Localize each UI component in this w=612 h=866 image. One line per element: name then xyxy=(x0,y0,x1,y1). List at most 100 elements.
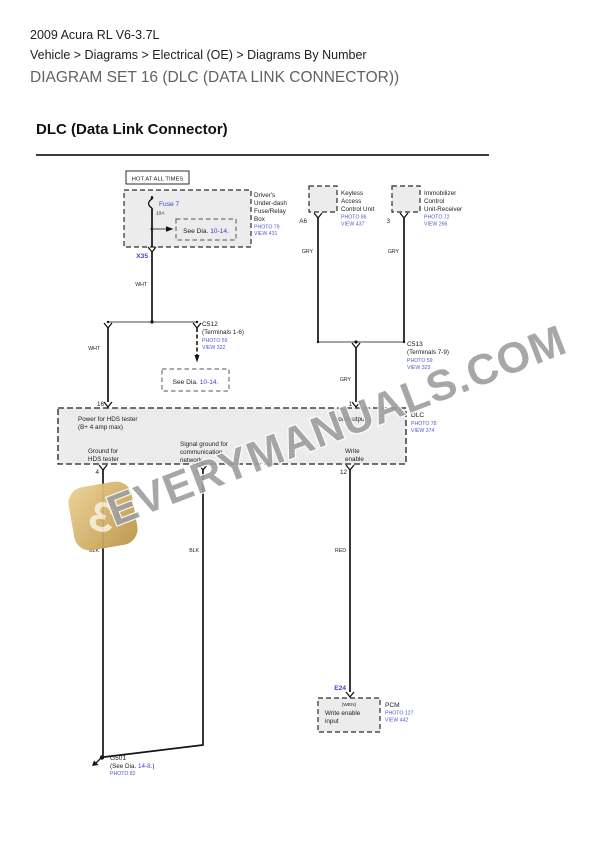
dlc-signal-label: network xyxy=(180,457,203,464)
see-dia-label-c512: See Dia. 10-14. xyxy=(173,379,219,386)
terminal-a6-label: A6 xyxy=(299,218,307,225)
c513-name: C513 xyxy=(407,341,423,348)
connector-symbol xyxy=(399,212,409,220)
fuse-7-symbol xyxy=(147,196,154,247)
terminal-4-label: 4 xyxy=(95,469,99,476)
photo-127-link[interactable]: PHOTO 127 xyxy=(385,711,414,717)
pcm-label: PCM PHOTO 127 VIEW 442 xyxy=(385,702,414,724)
dlc-signal-label: communication xyxy=(180,449,223,456)
photo-59-link[interactable]: PHOTO 59 xyxy=(202,338,228,344)
wire-label-gry-2: GRY xyxy=(388,249,400,255)
wire-label-red: RED xyxy=(335,548,346,554)
g501-label: G501 (See Dia. 14-8.) PHOTO 82 xyxy=(110,755,154,777)
junction-dot xyxy=(354,340,358,344)
junction-dot xyxy=(402,340,406,344)
dlc-box xyxy=(57,407,407,465)
view-442-link[interactable]: VIEW 442 xyxy=(385,718,408,724)
dlc-ground-label: HDS tester xyxy=(88,456,119,463)
heading-divider xyxy=(36,154,489,156)
photo-59-link-c513[interactable]: PHOTO 59 xyxy=(407,358,433,364)
see-dia-prefix: See Dia. xyxy=(173,379,200,386)
c512-connector-symbol xyxy=(192,322,202,330)
fuse-box-label-line: Fuse/Relay xyxy=(254,208,287,215)
pcm-name: PCM xyxy=(385,702,400,709)
dlc-power-label: Power for HDS tester xyxy=(78,416,138,423)
keyless-label-line: Control Unit xyxy=(341,206,374,213)
breadcrumb[interactable]: Vehicle > Diagrams > Electrical (OE) > D… xyxy=(30,48,367,62)
view-322-link[interactable]: VIEW 322 xyxy=(202,345,225,351)
wire-blk-ground-2 xyxy=(103,470,204,758)
junction-dot xyxy=(106,320,110,324)
wire-label-blk-2: BLK xyxy=(189,548,199,554)
photo-86-link[interactable]: PHOTO 86 xyxy=(341,215,367,221)
photo-78-link[interactable]: PHOTO 78 xyxy=(411,421,437,427)
fuse-7-link[interactable]: Fuse 7 xyxy=(159,201,179,208)
see-dia-arrow-fuse xyxy=(152,226,174,232)
immobilizer-box xyxy=(391,185,421,213)
dlc-write-label: enable xyxy=(345,456,364,463)
dlc-name: DLC xyxy=(411,412,424,419)
c512-name: C512 xyxy=(202,321,218,328)
pcm-wen-label: (WEN) xyxy=(342,702,357,708)
connector-symbol xyxy=(103,322,113,330)
see-dia-ref-link[interactable]: 10-14. xyxy=(200,379,219,386)
connector-symbol xyxy=(351,401,361,409)
keyless-label-line: Keyless xyxy=(341,190,363,197)
immobilizer-label-line: Control xyxy=(424,198,444,205)
connector-symbol xyxy=(103,401,113,409)
see-dia-ref-link[interactable]: 10-14. xyxy=(210,228,229,235)
terminal-12-label: 12 xyxy=(340,469,348,476)
g501-see-suffix: ) xyxy=(152,763,154,770)
pcm-box xyxy=(317,697,381,733)
terminal-1-label: 1 xyxy=(348,401,352,408)
fuse-box-label-line: Under-dash xyxy=(254,200,287,207)
dlc-input-output-label: Input/output xyxy=(333,416,367,423)
wire-label-wht-2: WHT xyxy=(88,346,101,352)
section-heading: DLC (Data Link Connector) xyxy=(36,121,228,138)
c513-connector-symbol xyxy=(351,342,361,350)
e24-connector-link[interactable]: E24 xyxy=(334,685,346,692)
terminal-5-label: 5 xyxy=(195,469,199,476)
g501-see-dia: (See Dia. 14-8.) xyxy=(110,763,154,770)
fuse-rating-label: 10A xyxy=(156,211,165,217)
g501-see-ref-link[interactable]: 14-8. xyxy=(138,763,153,770)
view-431-link[interactable]: VIEW 431 xyxy=(254,231,277,237)
immobilizer-label-line: Unit-Receiver xyxy=(424,206,462,213)
immobilizer-label: Immobilizer Control Unit-Receiver PHOTO … xyxy=(424,190,462,228)
diagram-set-title: DIAGRAM SET 16 (DLC (DATA LINK CONNECTOR… xyxy=(30,69,400,86)
wire-label-wht-1: WHT xyxy=(135,282,148,288)
pcm-write-enable-label: Write enable xyxy=(325,710,361,717)
wiring-diagram-canvas: HOT AT ALL TIMES Fuse 7 10A See Dia. 10-… xyxy=(57,170,574,777)
fuse-box-label-line: Driver's xyxy=(254,192,275,199)
hot-at-all-times-box xyxy=(125,170,190,185)
view-437-link[interactable]: VIEW 437 xyxy=(341,222,364,228)
watermark-logo: Ɛ xyxy=(68,481,138,551)
g501-ground-symbol xyxy=(92,755,105,766)
photo-72-link[interactable]: PHOTO 72 xyxy=(424,215,450,221)
view-266-link[interactable]: VIEW 266 xyxy=(424,222,447,228)
dlc-internal-labels: Power for HDS tester (B+ 4 amp max) Inpu… xyxy=(78,416,367,464)
photo-79-link[interactable]: PHOTO 79 xyxy=(254,225,280,231)
view-323-link[interactable]: VIEW 323 xyxy=(407,365,430,371)
connector-symbol xyxy=(313,212,323,220)
c512-terminals: (Terminals 1-6) xyxy=(202,329,244,336)
keyless-box xyxy=(308,185,338,213)
junction-dot xyxy=(195,320,199,324)
dlc-signal-label: Signal ground for xyxy=(180,441,228,448)
see-dia-prefix: See Dia. xyxy=(183,228,210,235)
fuse-box-label-line: Box xyxy=(254,216,266,223)
photo-82-link[interactable]: PHOTO 82 xyxy=(110,771,136,777)
c512-label: C512 (Terminals 1-6) PHOTO 59 VIEW 322 xyxy=(202,321,244,351)
terminal-3-label: 3 xyxy=(386,218,390,225)
c513-label: C513 (Terminals 7-9) PHOTO 59 VIEW 323 xyxy=(407,341,449,371)
c513-terminals: (Terminals 7-9) xyxy=(407,349,449,356)
connector-symbol xyxy=(98,464,108,472)
g501-see-prefix: (See Dia. xyxy=(110,763,138,770)
dlc-write-label: Write xyxy=(345,448,360,455)
connector-symbol xyxy=(345,464,355,472)
view-374-link[interactable]: VIEW 374 xyxy=(411,428,434,434)
junction-dot xyxy=(316,340,320,344)
keyless-label-line: Access xyxy=(341,198,361,205)
x35-connector-link[interactable]: X35 xyxy=(136,253,148,260)
e24-connector-symbol xyxy=(345,691,355,699)
